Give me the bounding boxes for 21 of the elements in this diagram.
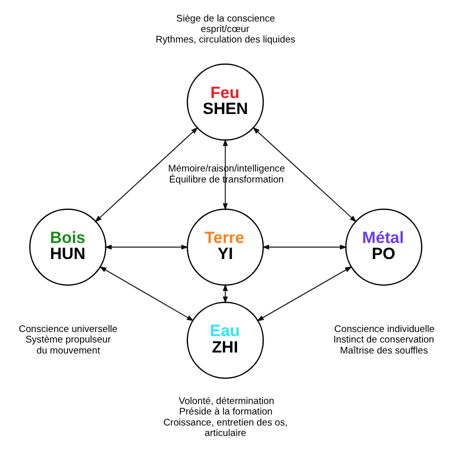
node-label: Volonté, détermination <box>178 396 274 408</box>
node-label: Maîtrise des souffles <box>340 345 428 356</box>
arrow <box>222 284 228 304</box>
node-label: Rythmes, circulation des liquides <box>155 34 295 46</box>
arrow <box>222 138 228 210</box>
node-label: Siège de la conscience <box>176 13 274 24</box>
node-label: Croissance, entretien des os, articulaire <box>162 417 288 439</box>
node-label: esprit/cœur <box>200 24 249 35</box>
arrow <box>94 127 198 222</box>
arrow <box>98 266 194 322</box>
node-label: Instinct de conservation <box>332 334 434 346</box>
arrow <box>261 244 347 250</box>
arrow <box>104 244 188 250</box>
node-label: Conscience universelle <box>18 324 117 336</box>
node-circle: Terre YI <box>186 208 264 286</box>
node-label: Conscience individuelle <box>334 324 434 336</box>
arrow <box>252 127 356 222</box>
node-circle: Feu SHEN <box>186 64 264 141</box>
arrow <box>256 266 352 322</box>
node-label: Système propulseur du mouvement <box>25 334 110 356</box>
node-label: Préside à la formation <box>178 406 272 418</box>
